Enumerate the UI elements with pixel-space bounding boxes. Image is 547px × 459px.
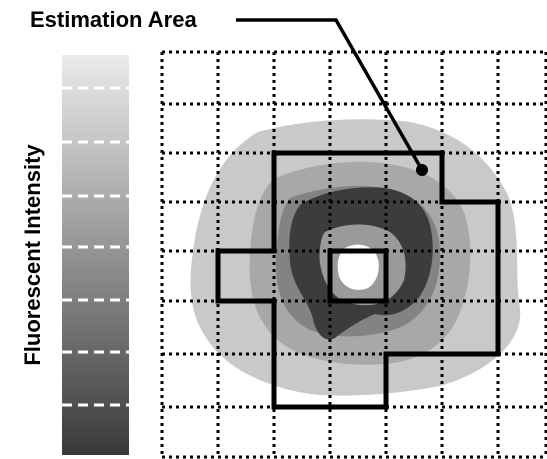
intensity-scale-ticks [62, 86, 129, 407]
intensity-scale-label: Fluorescent Intensity [20, 144, 45, 366]
annotation-leader-line [236, 18, 424, 171]
estimation-area-inner-cell [327, 248, 389, 304]
estimation-area-outline [215, 150, 501, 410]
estimation-area-label: Estimation Area [30, 7, 197, 32]
intensity-scale-bar [62, 55, 129, 455]
intensity-region-core [337, 244, 379, 290]
intensity-scale [62, 55, 129, 455]
estimation-area-annotation: Estimation Area [30, 7, 428, 176]
estimation-area-boundary [215, 150, 501, 410]
annotation-pointer-dot [416, 164, 428, 176]
